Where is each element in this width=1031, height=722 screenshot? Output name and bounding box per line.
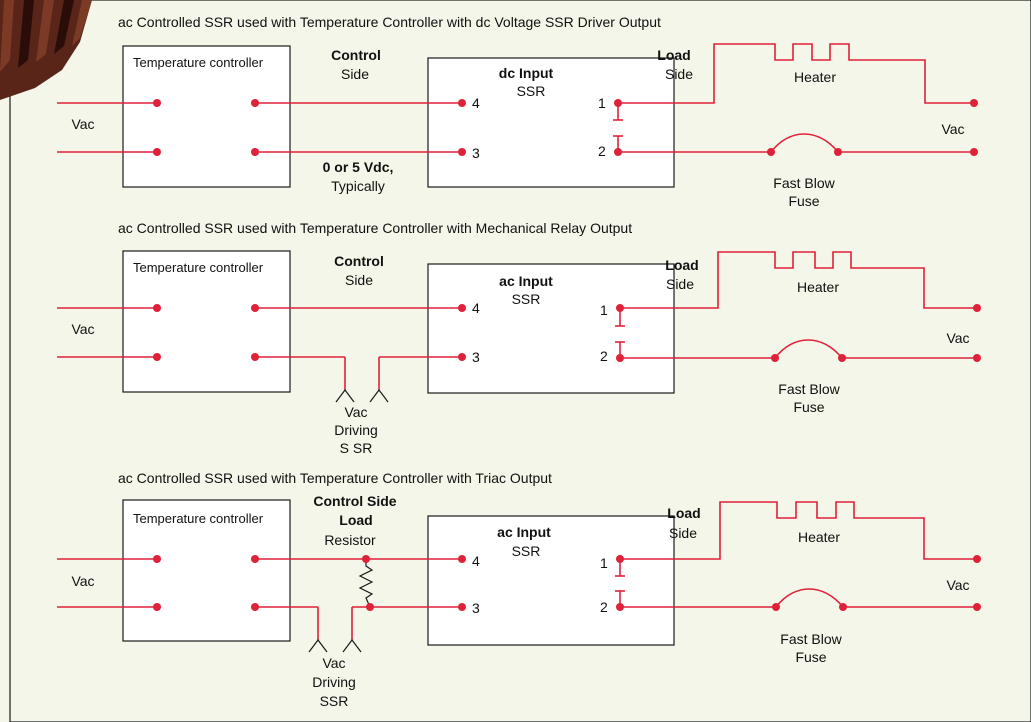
relay-note-line1: Vac — [344, 404, 367, 420]
controller-label: Temperature controller — [133, 55, 264, 70]
control-side-sublabel: Side — [345, 272, 373, 288]
load-side-label: Load — [665, 257, 698, 273]
load-side-sublabel: Side — [665, 66, 693, 82]
vac-right-label: Vac — [941, 121, 964, 137]
relay-contact-symbols — [335, 389, 389, 403]
pin-1-label: 1 — [600, 555, 608, 571]
pin-1-label: 1 — [600, 302, 608, 318]
heater-label: Heater — [797, 279, 839, 295]
ssr-input-type: ac Input — [499, 273, 553, 289]
fuse-label-line2: Fuse — [795, 649, 826, 665]
fuse-label-line1: Fast Blow — [780, 631, 842, 647]
triac-note-line3: SSR — [320, 693, 349, 709]
heater-label: Heater — [798, 529, 840, 545]
pin-2-label: 2 — [598, 143, 606, 159]
vac-left-label: Vac — [71, 116, 94, 132]
temperature-controller-box — [122, 499, 291, 642]
pin-1-label: 1 — [598, 95, 606, 111]
drive-voltage-note: 0 or 5 Vdc, — [323, 159, 394, 175]
drive-voltage-note-sub: Typically — [331, 178, 385, 194]
load-side-sublabel: Side — [669, 525, 697, 541]
wiring — [57, 251, 977, 390]
temperature-controller-box — [122, 250, 291, 393]
ssr-input-type: ac Input — [497, 524, 551, 540]
vac-right-label: Vac — [946, 330, 969, 346]
ssr-label: SSR — [512, 543, 541, 559]
pin-4-label: 4 — [472, 553, 480, 569]
diagram-title: ac Controlled SSR used with Temperature … — [118, 220, 632, 236]
controller-label: Temperature controller — [133, 511, 264, 526]
load-side-sublabel: Side — [666, 276, 694, 292]
ssr-box — [427, 57, 675, 188]
vac-right-label: Vac — [946, 577, 969, 593]
fuse-label-line2: Fuse — [788, 193, 819, 209]
load-resistor-symbol — [358, 559, 374, 608]
ssr-box — [427, 263, 675, 394]
terminal-dots — [153, 304, 981, 362]
terminal-dots — [153, 555, 981, 611]
heatsink-graphic — [0, 0, 92, 100]
vac-left-label: Vac — [71, 573, 94, 589]
resistor-label: Resistor — [324, 532, 376, 548]
control-side-label: Control — [334, 253, 384, 269]
ssr-box — [427, 515, 675, 646]
diagram-dc-voltage-output: ac Controlled SSR used with Temperature … — [57, 14, 978, 209]
fuse-label-line1: Fast Blow — [778, 381, 840, 397]
triac-note-line1: Vac — [322, 655, 345, 671]
pin-2-label: 2 — [600, 348, 608, 364]
pin-3-label: 3 — [472, 600, 480, 616]
load-side-label: Load — [657, 47, 690, 63]
diagram-title: ac Controlled SSR used with Temperature … — [118, 14, 661, 30]
relay-note-line3: S SR — [340, 440, 373, 456]
diagram-title: ac Controlled SSR used with Temperature … — [118, 470, 552, 486]
vac-left-label: Vac — [71, 321, 94, 337]
pin-3-label: 3 — [472, 145, 480, 161]
relay-note-line2: Driving — [334, 422, 378, 438]
fuse-label-line2: Fuse — [793, 399, 824, 415]
pin-2-label: 2 — [600, 599, 608, 615]
temperature-controller-box — [122, 45, 291, 188]
control-side-label: Control Side — [313, 493, 396, 509]
wiring — [57, 43, 974, 153]
ssr-label: SSR — [512, 291, 541, 307]
triac-contact-symbols — [308, 639, 362, 653]
heater-label: Heater — [794, 69, 836, 85]
pin-3-label: 3 — [472, 349, 480, 365]
ssr-input-type: dc Input — [499, 65, 554, 81]
controller-label: Temperature controller — [133, 260, 264, 275]
diagram-triac-output: ac Controlled SSR used with Temperature … — [57, 470, 981, 709]
ssr-label: SSR — [517, 83, 546, 99]
diagram-mechanical-relay-output: ac Controlled SSR used with Temperature … — [57, 220, 981, 456]
terminal-dots — [153, 99, 978, 156]
control-side-label: Control — [331, 47, 381, 63]
load-side-label: Load — [667, 505, 700, 521]
fuse-label-line1: Fast Blow — [773, 175, 835, 191]
control-side-sublabel: Side — [341, 66, 369, 82]
pin-4-label: 4 — [472, 300, 480, 316]
pin-4-label: 4 — [472, 95, 480, 111]
wiring — [57, 501, 977, 640]
triac-note-line2: Driving — [312, 674, 356, 690]
load-resistor-label: Load — [339, 512, 372, 528]
